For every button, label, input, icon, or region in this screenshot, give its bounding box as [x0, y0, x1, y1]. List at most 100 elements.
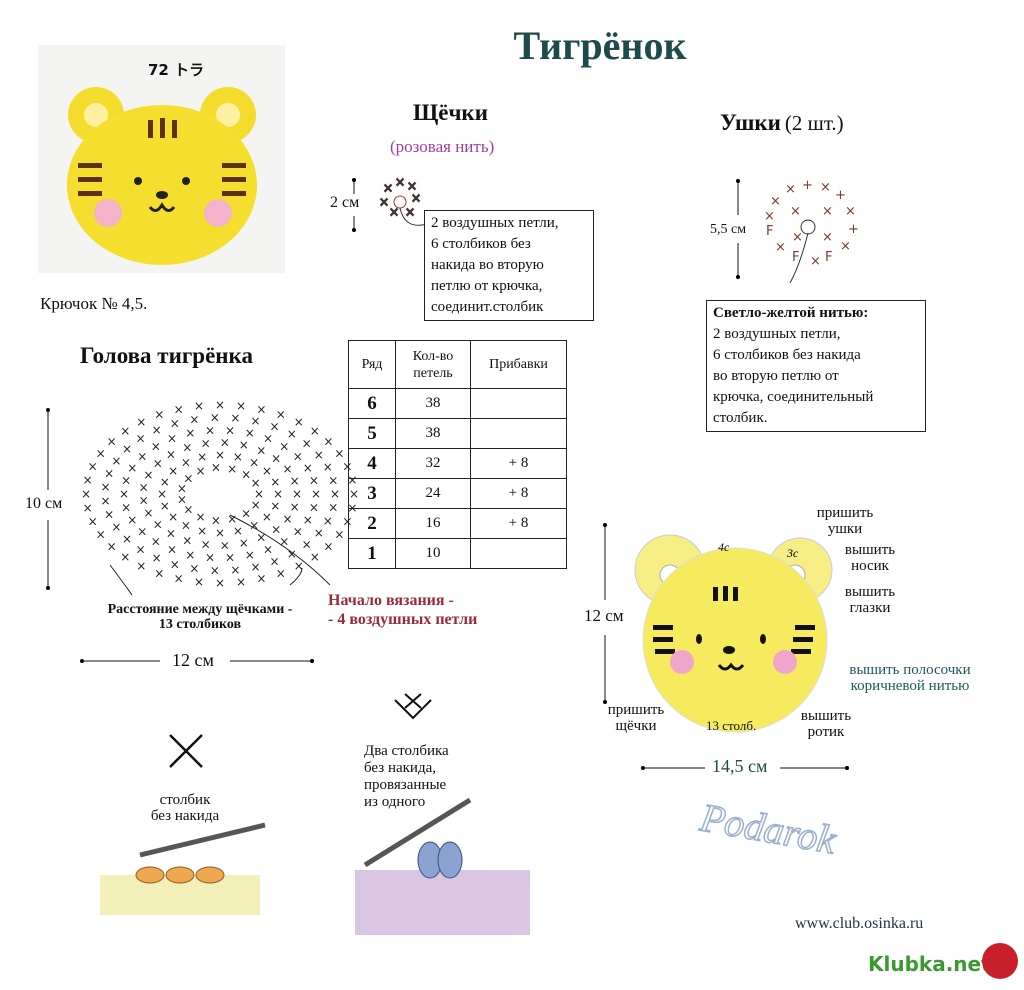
col-header: Кол-во петель — [395, 340, 471, 389]
stitch-mark: × — [262, 464, 272, 478]
stitch-mark: × — [185, 548, 195, 562]
stitch-mark: × — [215, 400, 225, 412]
instr-line: накида во вторую — [431, 257, 544, 273]
stitch-mark: × — [197, 450, 207, 464]
cell: + 8 — [470, 508, 567, 539]
instr-line: петлю от крючка, — [431, 278, 543, 294]
stitch-mark: × — [181, 519, 191, 533]
stitch-mark: × — [167, 542, 177, 556]
stitch-mark: × — [189, 412, 199, 426]
stitch-mark: × — [309, 500, 319, 514]
svg-text:×: × — [383, 181, 393, 195]
svg-text:×: × — [790, 204, 801, 219]
stitch-mark: × — [88, 515, 98, 529]
inc-symbol-icon — [394, 693, 432, 720]
stitch-mark: × — [323, 539, 333, 553]
stitch-mark: × — [273, 487, 283, 501]
stitch-mark: × — [270, 499, 280, 513]
stitch-mark: × — [211, 461, 221, 475]
stitch-mark: × — [170, 417, 180, 431]
ears-title: Ушки — [720, 110, 781, 135]
label-line: ротик — [807, 724, 845, 740]
hook-size: Крючок № 4,5. — [40, 294, 148, 313]
logo-text[interactable]: Klubka.net — [868, 952, 991, 976]
ears-title-row: Ушки (2 шт.) — [720, 110, 844, 136]
stitch-mark: × — [174, 402, 184, 416]
cell — [470, 388, 567, 419]
stitch-mark: × — [88, 460, 98, 474]
site-link[interactable]: www.club.osinka.ru — [795, 915, 924, 932]
cell: 3 — [348, 478, 396, 509]
stitch-mark: × — [314, 526, 324, 540]
instr-line: 2 воздушных петли, — [431, 215, 559, 231]
cell: 38 — [395, 418, 471, 449]
stitch-mark: × — [205, 423, 215, 437]
svg-text:×: × — [764, 209, 775, 224]
stitch-mark: × — [183, 471, 193, 485]
stitch-mark: × — [334, 447, 344, 461]
ears-size: 5,5 см — [710, 222, 747, 237]
label-line: без накида — [150, 808, 220, 824]
svg-text:×: × — [810, 254, 821, 269]
label-line: вышить — [800, 708, 852, 724]
svg-text:×: × — [792, 230, 803, 245]
stitch-mark: × — [323, 435, 333, 449]
stitch-mark: × — [120, 550, 130, 564]
stitch-mark: × — [245, 426, 255, 440]
instr-line: крючка, соединительный — [713, 389, 874, 405]
cell: 5 — [348, 418, 396, 449]
stitch-mark: × — [157, 487, 167, 501]
stitch-mark: × — [276, 566, 286, 580]
cheeks-chart: ××××××× — [352, 174, 428, 232]
stitch-mark: × — [276, 408, 286, 422]
ears-count: (2 шт.) — [784, 111, 844, 135]
svg-text:×: × — [822, 204, 833, 219]
stitch-mark: × — [233, 450, 243, 464]
stitch-mark: × — [310, 550, 320, 564]
label-line: вышить — [844, 542, 896, 558]
col-header: Прибавки — [470, 340, 567, 389]
stitch-mark: × — [201, 538, 211, 552]
stitch-mark: × — [249, 455, 259, 469]
stitch-mark: × — [241, 467, 251, 481]
stitch-mark: × — [293, 449, 303, 463]
tiger-photo-image — [67, 87, 257, 265]
stitch-mark: × — [225, 423, 235, 437]
stitch-mark: × — [239, 536, 249, 550]
cell: 32 — [395, 448, 471, 479]
instr-line: 2 воздушных петли, — [713, 326, 841, 342]
stitch-mark: × — [182, 440, 192, 454]
svg-text:×: × — [820, 180, 831, 195]
stitch-mark: × — [241, 507, 251, 521]
head-start-note: Начало вязания - - 4 воздушных петли — [328, 591, 477, 629]
instr-line: соединит.столбик — [431, 299, 544, 315]
stitch-mark: × — [81, 487, 91, 501]
tiger-photo: 72 トラ — [38, 45, 285, 273]
assembly-sts: 13 столб. — [706, 718, 757, 733]
stitch-mark: × — [328, 473, 338, 487]
stitch-mark: × — [83, 473, 93, 487]
ears-instructions: Светло-желтой нитью: 2 воздушных петли, … — [706, 300, 926, 432]
stitch-mark: × — [177, 482, 187, 496]
svg-text:+: + — [835, 188, 846, 203]
stitch-mark: × — [249, 519, 259, 533]
stitch-mark: × — [311, 487, 321, 501]
stitch-mark: × — [152, 551, 162, 565]
cell: 10 — [395, 538, 471, 569]
head-note: Расстояние между щёчками - 13 столбиков — [85, 602, 315, 632]
stitch-mark: × — [279, 439, 289, 453]
svg-text:×: × — [379, 195, 389, 209]
stitch-mark: × — [139, 481, 149, 495]
stitch-mark: × — [160, 499, 170, 513]
stitch-mark: × — [263, 432, 273, 446]
stitch-mark: × — [251, 414, 261, 428]
svg-text:×: × — [407, 179, 417, 193]
label-line: пришить — [816, 505, 874, 521]
stitch-mark: × — [334, 527, 344, 541]
stitch-mark: × — [127, 513, 137, 527]
stitch-mark: × — [215, 526, 225, 540]
